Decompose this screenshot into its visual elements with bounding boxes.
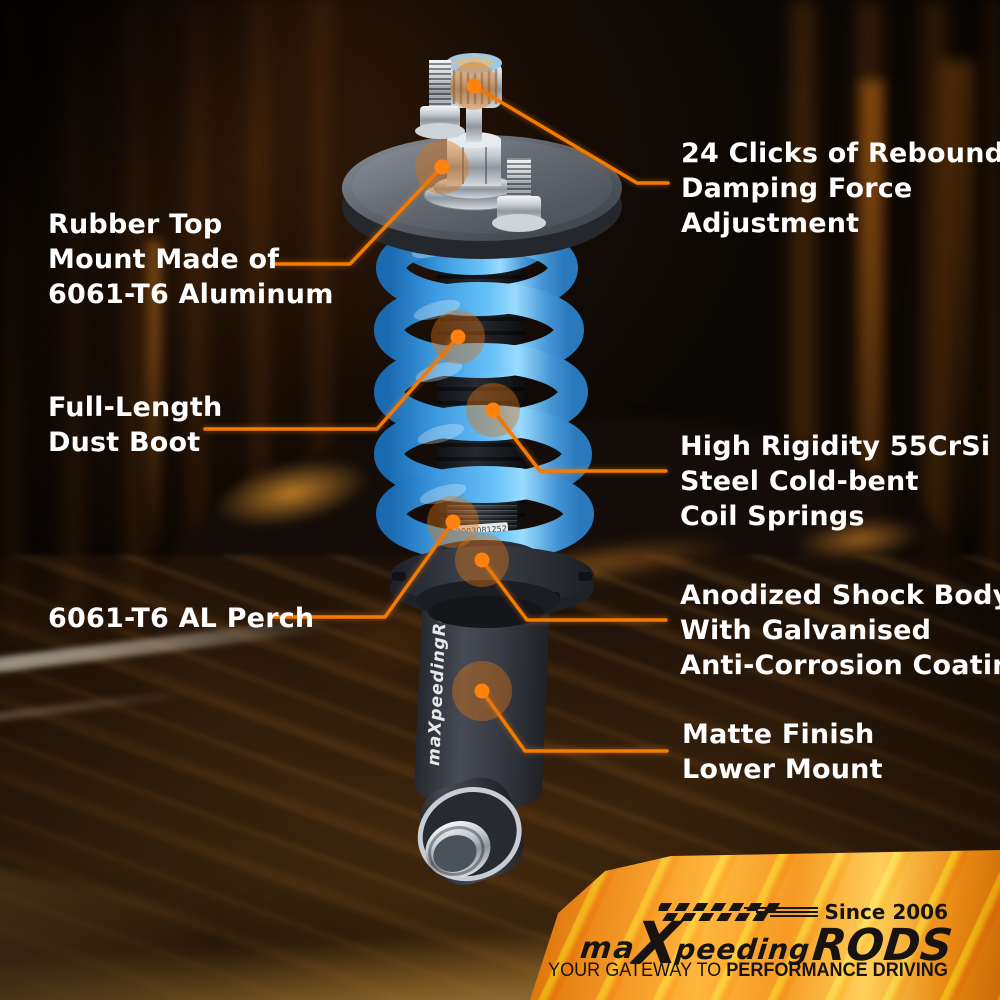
tagline-light: YOUR GATEWAY TO — [548, 960, 722, 981]
callout-coil-springs: High Rigidity 55CrSi Steel Cold-bent Coi… — [680, 429, 990, 534]
callout-line-text: Rubber Top — [48, 209, 223, 240]
callout-line-text: With Galvanised — [680, 615, 932, 646]
callout-rubber-top-mount: Rubber Top Mount Made of 6061-T6 Aluminu… — [48, 207, 334, 312]
callout-line-text: Anti-Corrosion Coating — [680, 650, 1000, 681]
callout-line-text: Steel Cold-bent — [680, 466, 919, 497]
callout-line-text: Dust Boot — [48, 427, 201, 458]
checkered-flag-icon — [656, 903, 780, 921]
callout-al-perch: 6061-T6 AL Perch — [48, 601, 314, 636]
brand-tagline: YOUR GATEWAY TO PERFORMANCE DRIVING — [548, 960, 948, 982]
callout-line-text: 6061-T6 AL Perch — [48, 603, 315, 634]
shock-body-dot — [474, 552, 490, 568]
callout-line-text: Matte Finish — [682, 719, 875, 750]
callout-line-text: 24 Clicks of Rebound — [681, 138, 1000, 169]
callout-line-text: Mount Made of — [48, 244, 280, 275]
rebound-knob-dot — [466, 78, 482, 94]
callout-line-text: Lower Mount — [682, 754, 883, 785]
top-mount-dot — [434, 159, 450, 175]
callout-line-text: Full-Length — [48, 392, 223, 423]
callout-line-text: Anodized Shock Body — [680, 580, 1000, 611]
callout-line-text: Coil Springs — [680, 501, 865, 532]
callout-rebound-adjustment: 24 Clicks of Rebound Damping Force Adjus… — [681, 136, 1000, 241]
callout-line-text: High Rigidity 55CrSi — [680, 431, 991, 462]
callout-lower-mount: Matte Finish Lower Mount — [682, 717, 883, 787]
callout-dust-boot: Full-Length Dust Boot — [48, 390, 222, 460]
lower-mount-dot — [474, 683, 490, 699]
callout-line-text: 6061-T6 Aluminum — [48, 279, 334, 310]
perch-dot — [445, 514, 461, 530]
callout-line-text: Adjustment — [681, 208, 860, 239]
tagline-bold: PERFORMANCE DRIVING — [726, 960, 948, 981]
callout-shock-body: Anodized Shock Body With Galvanised Anti… — [680, 578, 1000, 683]
coil-spring-dot — [485, 402, 501, 418]
callout-line-text: Damping Force — [681, 173, 913, 204]
dust-boot-dot — [450, 329, 466, 345]
